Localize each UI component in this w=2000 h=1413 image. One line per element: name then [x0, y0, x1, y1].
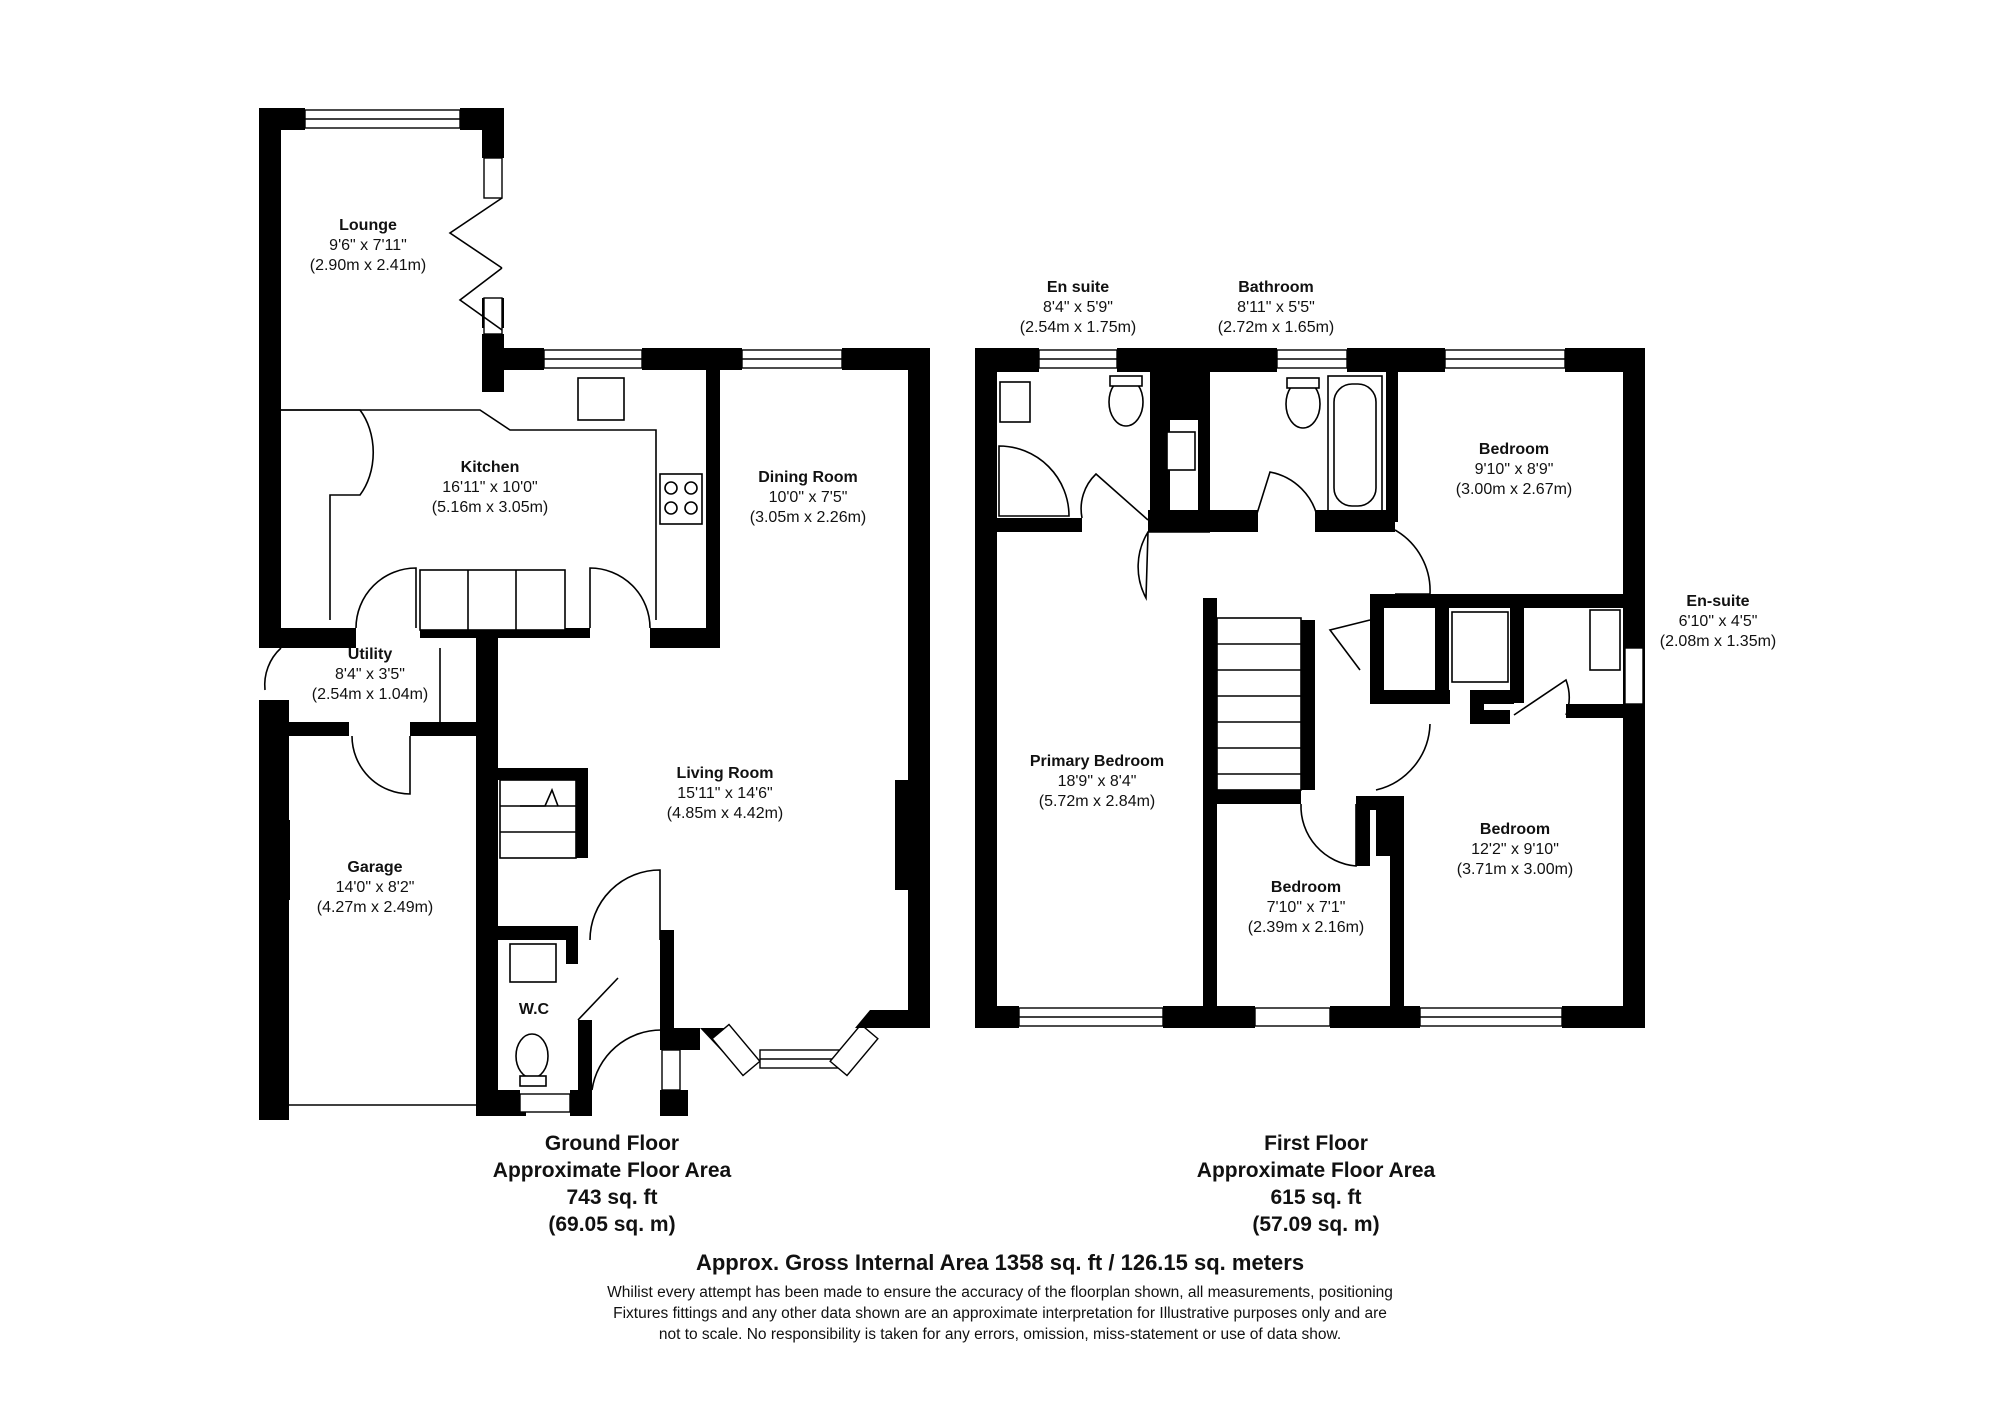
room-size-metric: (2.90m x 2.41m): [309, 257, 427, 274]
room-size-metric: (4.85m x 4.42m): [666, 805, 784, 822]
room-size-metric: (2.39m x 2.16m): [1247, 919, 1365, 936]
ground-floor-plan: [259, 108, 930, 1120]
room-name: Bedroom: [1270, 879, 1342, 896]
disclaimer-line-3: not to scale. No responsibility is taken…: [658, 1326, 1342, 1343]
ground-floor-summary: Ground Floor Approximate Floor Area 743 …: [493, 1130, 731, 1238]
room-name: Living Room: [676, 765, 774, 782]
floor-subtitle: Approximate Floor Area: [492, 1159, 732, 1182]
room-label-primary-bedroom: Primary Bedroom 18'9" x 8'4" (5.72m x 2.…: [1030, 752, 1164, 812]
room-name: Bathroom: [1238, 279, 1314, 296]
floor-area-sqft: 743 sq. ft: [566, 1186, 658, 1209]
room-size-metric: (3.71m x 3.00m): [1456, 861, 1574, 878]
room-name: Bedroom: [1479, 821, 1551, 838]
room-size-imperial: 16'11" x 10'0": [442, 479, 538, 496]
room-label-lounge: Lounge 9'6" x 7'11" (2.90m x 2.41m): [310, 216, 426, 276]
room-label-bedroom-s: Bedroom 7'10" x 7'1" (2.39m x 2.16m): [1248, 878, 1364, 938]
disclaimer-line-2: Fixtures fittings and any other data sho…: [613, 1305, 1387, 1322]
room-size-metric: (5.72m x 2.84m): [1038, 793, 1156, 810]
disclaimer-line-1: Whilist every attempt has been made to e…: [607, 1284, 1393, 1301]
room-label-en-suite-2: En-suite 6'10" x 4'5" (2.08m x 1.35m): [1660, 592, 1776, 652]
room-size-imperial: 18'9" x 8'4": [1057, 773, 1137, 790]
room-size-imperial: 12'2" x 9'10": [1471, 841, 1559, 858]
room-name: W.C: [518, 1001, 550, 1018]
room-name: Lounge: [339, 217, 397, 234]
room-size-imperial: 9'10" x 8'9": [1474, 461, 1554, 478]
room-name: Kitchen: [460, 459, 520, 476]
room-name: Bedroom: [1478, 441, 1550, 458]
room-size-imperial: 8'4" x 5'9": [1043, 299, 1113, 316]
first-floor-summary: First Floor Approximate Floor Area 615 s…: [1197, 1130, 1435, 1238]
room-name: Dining Room: [758, 469, 858, 486]
floor-title: Ground Floor: [544, 1132, 680, 1155]
room-label-wc: W.C: [519, 1000, 549, 1020]
room-name: Garage: [347, 859, 403, 876]
room-name: En suite: [1046, 279, 1110, 296]
room-label-bathroom: Bathroom 8'11" x 5'5" (2.72m x 1.65m): [1218, 278, 1334, 338]
room-name: Utility: [347, 646, 393, 663]
room-size-metric: (2.54m x 1.04m): [311, 686, 429, 703]
floor-subtitle: Approximate Floor Area: [1196, 1159, 1436, 1182]
room-label-living-room: Living Room 15'11" x 14'6" (4.85m x 4.42…: [667, 764, 783, 824]
room-size-metric: (3.00m x 2.67m): [1455, 481, 1573, 498]
first-floor-plan: [975, 348, 1645, 1028]
room-label-kitchen: Kitchen 16'11" x 10'0" (5.16m x 3.05m): [432, 458, 548, 518]
room-label-bedroom-ne: Bedroom 9'10" x 8'9" (3.00m x 2.67m): [1456, 440, 1572, 500]
room-name: En-suite: [1686, 593, 1750, 610]
room-size-imperial: 7'10" x 7'1": [1266, 899, 1346, 916]
room-label-garage: Garage 14'0" x 8'2" (4.27m x 2.49m): [317, 858, 433, 918]
room-size-imperial: 9'6" x 7'11": [329, 237, 407, 254]
room-size-metric: (3.05m x 2.26m): [749, 509, 867, 526]
room-size-imperial: 8'4" x 3'5": [335, 666, 405, 683]
room-label-dining-room: Dining Room 10'0" x 7'5" (3.05m x 2.26m): [750, 468, 866, 528]
room-size-metric: (4.27m x 2.49m): [316, 899, 434, 916]
room-name: Primary Bedroom: [1029, 753, 1165, 770]
floor-area-sqm: (69.05 sq. m): [548, 1213, 676, 1236]
gross-internal-area: Approx. Gross Internal Area 1358 sq. ft …: [695, 1250, 1305, 1275]
room-label-en-suite: En suite 8'4" x 5'9" (2.54m x 1.75m): [1020, 278, 1136, 338]
room-size-metric: (2.08m x 1.35m): [1659, 633, 1777, 650]
room-size-metric: (2.54m x 1.75m): [1019, 319, 1137, 336]
floor-area-sqft: 615 sq. ft: [1270, 1186, 1362, 1209]
room-label-utility: Utility 8'4" x 3'5" (2.54m x 1.04m): [312, 645, 428, 705]
floor-title: First Floor: [1264, 1132, 1368, 1155]
room-size-imperial: 6'10" x 4'5": [1678, 613, 1758, 630]
room-size-imperial: 8'11" x 5'5": [1237, 299, 1315, 316]
room-label-bedroom-se: Bedroom 12'2" x 9'10" (3.71m x 3.00m): [1457, 820, 1573, 880]
room-size-imperial: 14'0" x 8'2": [335, 879, 415, 896]
room-size-metric: (5.16m x 3.05m): [431, 499, 549, 516]
disclaimer: Whilist every attempt has been made to e…: [500, 1282, 1500, 1345]
room-size-imperial: 15'11" x 14'6": [677, 785, 773, 802]
room-size-metric: (2.72m x 1.65m): [1217, 319, 1335, 336]
room-size-imperial: 10'0" x 7'5": [768, 489, 848, 506]
floor-area-sqm: (57.09 sq. m): [1252, 1213, 1380, 1236]
